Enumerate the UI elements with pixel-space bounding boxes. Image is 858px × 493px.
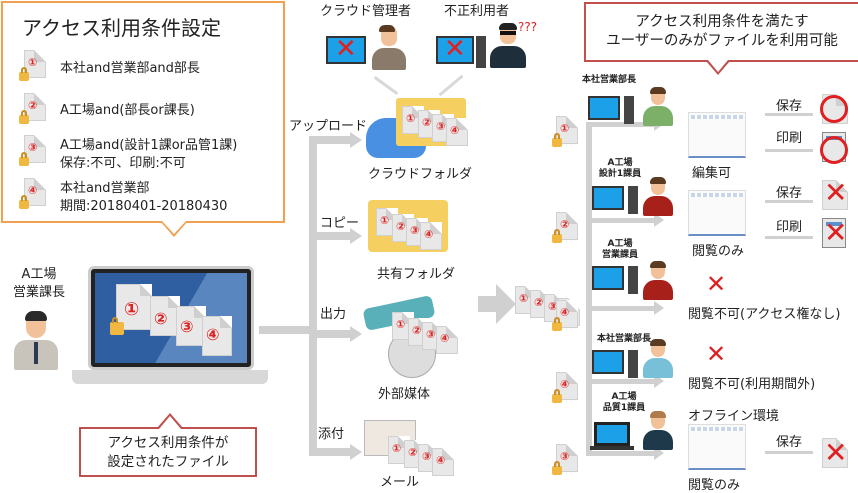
allowed-circle-icon bbox=[820, 95, 848, 123]
condition-3-restriction: 保存:不可、印刷:不可 bbox=[60, 156, 186, 171]
mail-label: メール bbox=[380, 475, 420, 490]
recipient-1-result: 編集可 bbox=[692, 166, 732, 181]
action-attach: 添付 bbox=[318, 427, 345, 442]
cloud-folder-label: クラウドフォルダ bbox=[368, 167, 473, 182]
lock-icon bbox=[19, 195, 29, 209]
author-dept: A工場 bbox=[21, 267, 57, 282]
op-print: 印刷 bbox=[776, 131, 803, 146]
unauthorized-user-label: 不正利用者 bbox=[444, 4, 510, 19]
condition-4-period: 期間:20180401-20180430 bbox=[60, 199, 228, 214]
op-print: 印刷 bbox=[776, 220, 803, 235]
offline-env-label: オフライン環境 bbox=[688, 409, 780, 424]
recipient-3-result: 閲覧不可(アクセス権なし) bbox=[688, 307, 841, 322]
op-save: 保存 bbox=[776, 186, 803, 201]
file-icon-3: ③ bbox=[24, 135, 46, 163]
denied-x-icon: ✕ bbox=[824, 216, 848, 249]
condition-1: 本社and営業部and部長 bbox=[60, 61, 200, 76]
conditions-title: アクセス利用条件設定 bbox=[22, 16, 221, 40]
action-upload: アップロード bbox=[289, 119, 368, 134]
result-callout: アクセス利用条件を満たす ユーザーのみがファイルを利用可能 bbox=[584, 2, 858, 62]
action-output: 出力 bbox=[320, 307, 347, 322]
recipient-3-role: A工場営業課員 bbox=[601, 239, 638, 260]
document-thumbnail bbox=[688, 190, 746, 236]
recipient-4-role: 本社営業部長 bbox=[596, 334, 651, 344]
unauthorized-user-avatar bbox=[490, 23, 526, 68]
laptop-base bbox=[72, 370, 268, 384]
action-copy: コピー bbox=[320, 216, 360, 231]
conditions-callout bbox=[1, 1, 285, 223]
recipient-5-result: 閲覧のみ bbox=[688, 478, 741, 493]
saved-file-icon bbox=[822, 180, 848, 210]
condition-4: 本社and営業部 bbox=[60, 181, 150, 196]
recipient-3-avatar bbox=[643, 261, 673, 302]
author-role: 営業課長 bbox=[12, 285, 65, 300]
recipient-2-result: 閲覧のみ bbox=[692, 244, 745, 259]
cloud-admin-label: クラウド管理者 bbox=[320, 4, 412, 19]
pc-tower-icon bbox=[628, 350, 638, 378]
file-icon-2: ② bbox=[24, 93, 46, 121]
external-media-label: 外部媒体 bbox=[378, 387, 431, 402]
desktop-icon bbox=[592, 266, 624, 290]
pc-tower-icon bbox=[628, 266, 638, 294]
recipient-4-result: 閲覧不可(利用期間外) bbox=[688, 377, 816, 392]
pc-tower-icon bbox=[624, 96, 634, 124]
denied-x-icon: ✕ bbox=[706, 270, 727, 298]
laptop-icon: ✕ bbox=[326, 34, 366, 64]
lock-icon bbox=[19, 152, 29, 166]
desktop-icon bbox=[588, 96, 620, 120]
printer-icon bbox=[822, 218, 846, 248]
cloud-admin-avatar bbox=[372, 25, 406, 70]
denied-x-icon: ✕ bbox=[706, 340, 727, 368]
suspicious-note: ??? bbox=[518, 20, 538, 34]
saved-file-icon bbox=[822, 438, 848, 468]
lock-icon bbox=[19, 67, 29, 81]
op-save: 保存 bbox=[776, 99, 803, 114]
op-save: 保存 bbox=[776, 435, 803, 450]
recipient-5-role: A工場品質1課員 bbox=[602, 392, 646, 413]
desktop-icon bbox=[592, 350, 624, 374]
file-icon-4: ④ bbox=[24, 178, 46, 206]
recipient-1-role: 本社営業部長 bbox=[581, 75, 636, 85]
allowed-circle-icon bbox=[820, 136, 848, 164]
laptop-icon bbox=[594, 422, 630, 446]
desktop-icon: ✕ bbox=[436, 34, 474, 64]
denied-x-icon: ✕ bbox=[824, 436, 848, 469]
document-thumbnail bbox=[688, 424, 746, 470]
recipient-2-role: A工場設計1課員 bbox=[598, 158, 642, 179]
lock-icon bbox=[19, 110, 29, 124]
pc-tower-icon bbox=[476, 36, 486, 68]
shared-folder-label: 共有フォルダ bbox=[377, 267, 456, 282]
condition-2: A工場and(部長or課長) bbox=[60, 103, 195, 118]
file-icon-1: ① bbox=[24, 50, 46, 78]
recipient-2-avatar bbox=[643, 177, 673, 218]
denied-x-icon: ✕ bbox=[824, 176, 848, 209]
document-thumbnail bbox=[688, 112, 746, 158]
recipient-4-avatar bbox=[643, 339, 673, 380]
pc-tower-icon bbox=[628, 186, 638, 214]
recipient-1-avatar bbox=[643, 87, 673, 128]
recipient-5-avatar bbox=[643, 411, 673, 452]
file-callout: アクセス利用条件が 設定されたファイル bbox=[79, 427, 257, 477]
lock-icon bbox=[110, 317, 124, 335]
author-avatar bbox=[14, 311, 58, 372]
condition-3: A工場and(設計1課or品管1課) bbox=[60, 138, 238, 153]
desktop-icon bbox=[592, 186, 624, 210]
